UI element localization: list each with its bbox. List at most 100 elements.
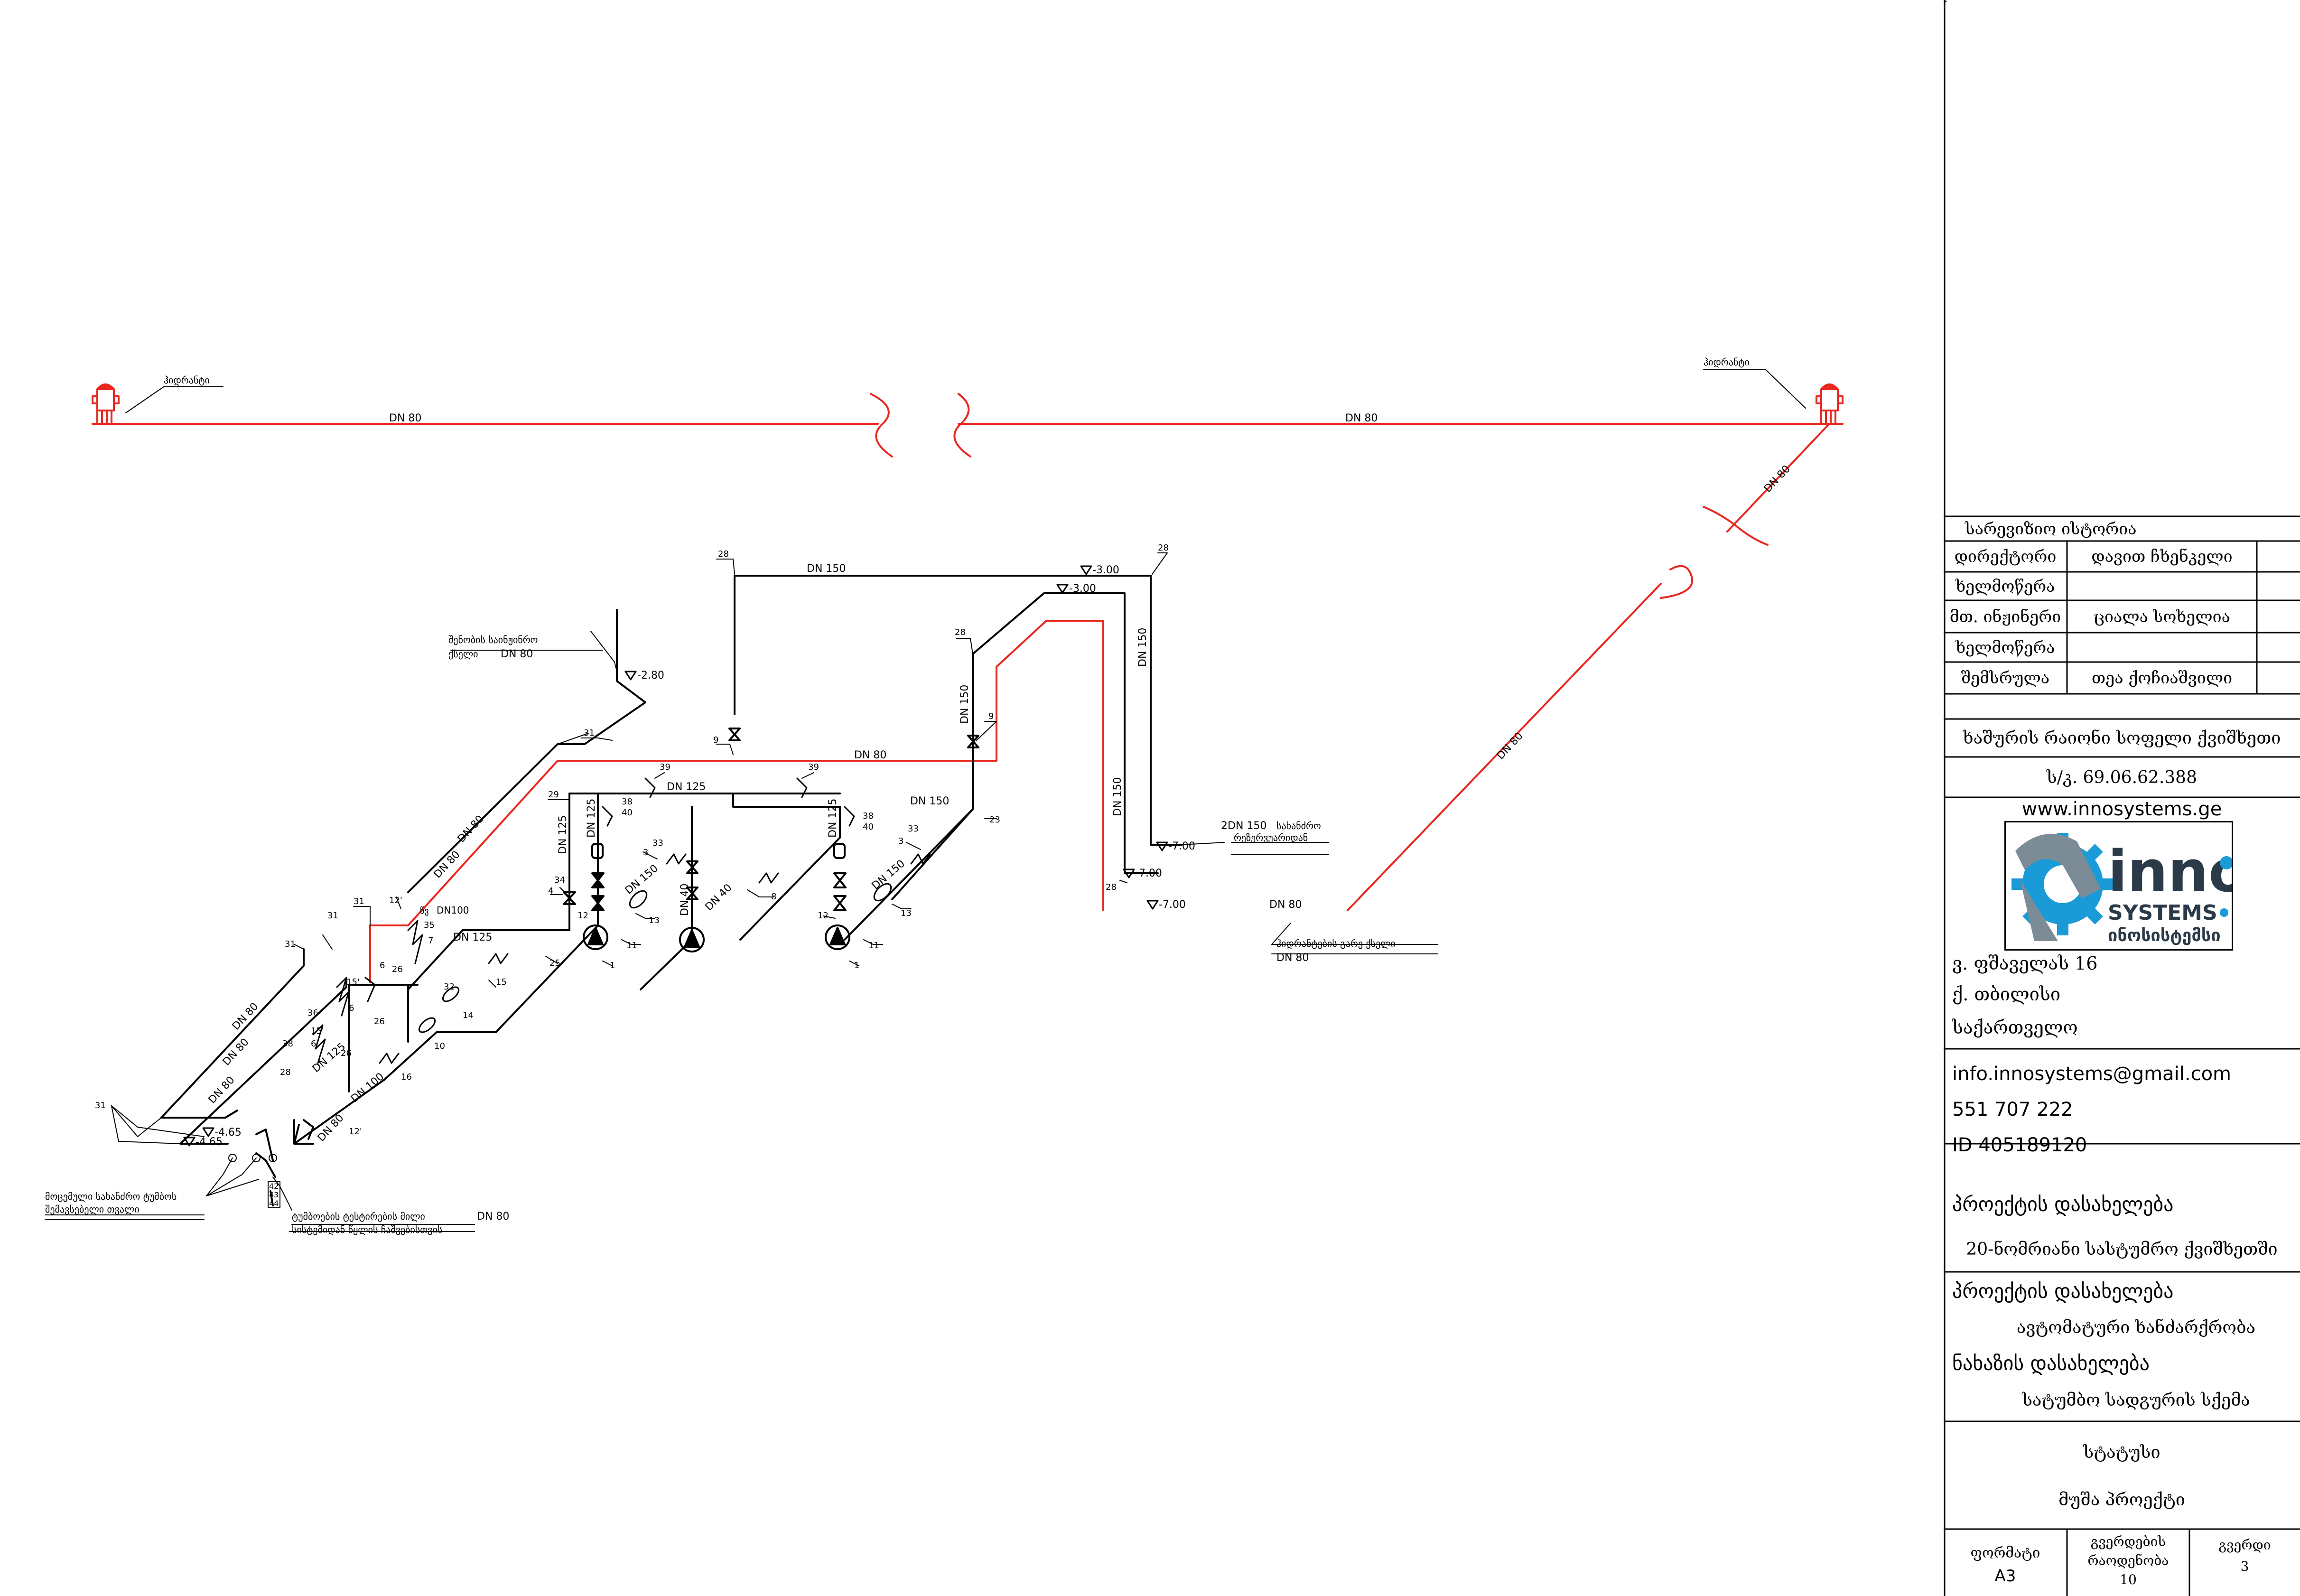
dn125-header: DN 125 (667, 781, 706, 793)
address-line-3: საქართველო (1952, 1017, 2078, 1038)
n13-a: 13 (649, 915, 660, 925)
n15p-a: 15' (346, 977, 360, 987)
n32: 32 (444, 982, 455, 992)
dn150-top: DN 150 (807, 563, 846, 575)
dn150-header: DN 150 (910, 795, 949, 807)
dn100-diag: DN 100 (349, 1071, 386, 1105)
n26-c: 26 (341, 1048, 352, 1058)
hydrant-right-icon (1816, 383, 1844, 425)
n26-a: 26 (392, 964, 403, 974)
n12-a: 12 (577, 911, 588, 921)
n44: 44 (269, 1199, 279, 1208)
n6-c: 6 (311, 1039, 316, 1049)
n16: 16 (401, 1072, 412, 1082)
n13-b: 13 (901, 908, 912, 918)
lvl-m700-c: -7.00 (1159, 899, 1186, 911)
n31-d: 31 (285, 939, 296, 949)
sheet-label: გვერდი (2218, 1537, 2271, 1553)
dn80-top-left: DN 80 (389, 412, 421, 424)
n33-b: 33 (908, 824, 919, 834)
suction-piping (160, 575, 1183, 1206)
n6-b: 6 (349, 1003, 354, 1013)
reservoir-1: სახანძრო (1276, 820, 1321, 831)
lvl-m465-b: -4.65 (196, 1136, 223, 1148)
hydrant-left-icon (92, 383, 120, 425)
dn150-diag-2: DN 150 (870, 858, 907, 892)
status-value: მუშა პროექტი (2058, 1490, 2185, 1510)
dn125-left: DN 125 (453, 932, 492, 943)
n28-b: 28 (1158, 543, 1169, 553)
test-pipe-note-1: ტუმბოების ტესტირების მილი (292, 1211, 425, 1222)
chief-engineer-label: მთ. ინჟინერი (1949, 607, 2061, 626)
pump-2-icon (679, 927, 705, 952)
n38-a: 38 (622, 797, 633, 807)
n31-c: 31 (327, 911, 338, 921)
company-id: ს/კ. 69.06.62.388 (2047, 767, 2197, 787)
director-name: დავით ჩხენკელი (2091, 547, 2233, 566)
revision-history: სარევიზიო ისტორია (1965, 520, 2137, 539)
supply-note-1: შენობის საინჟინრო (448, 634, 538, 645)
executor-name: თეა ქოჩიაშვილი (2091, 669, 2233, 688)
n26-b: 26 (374, 1017, 385, 1027)
tank-note-1: მოცემული სახანძრო ტუმბოს (45, 1191, 177, 1202)
n12p-a: 12' (389, 896, 402, 905)
signature-label-1: ხელმოწერა (1955, 577, 2055, 596)
supply-note-dn: DN 80 (501, 648, 533, 660)
format-value: A3 (1994, 1566, 2016, 1586)
dn80-diag-long: DN 80 (1495, 730, 1526, 762)
title-block: სარევიზიო ისტორია დირექტორი დავით ჩხენკე… (1944, 0, 2300, 1596)
pump-1-icon (583, 924, 608, 950)
lvl-m465-a: -4.65 (214, 1127, 242, 1139)
n31-a: 31 (584, 728, 595, 738)
n12p-b: 12' (349, 1127, 362, 1137)
n34: 34 (554, 875, 565, 885)
drawing-name: სატუმბო სადგურის სქემა (2022, 1391, 2250, 1410)
tank-note-2: შემავსებელი თვალი (45, 1204, 140, 1215)
dn150-v-mid: DN 150 (959, 685, 971, 724)
hydrant-net-dn: DN 80 (1276, 952, 1309, 964)
project-name-label: პროექტის დასახელება (1952, 1193, 2174, 1216)
company-reg-id: ID 405189120 (1952, 1134, 2087, 1156)
pump-3-icon (825, 924, 850, 950)
n8: 8 (771, 892, 776, 902)
dn125-v-pump3: DN 125 (827, 799, 839, 838)
lvl-top-1: -3.00 (1092, 564, 1119, 576)
hydrant-right-label: ჰიდრანტი (1704, 356, 1750, 368)
logo-georgian-text: ინოსისტემსი (2108, 926, 2221, 945)
dn40-diag: DN 40 (703, 882, 735, 913)
hydrant-left-label: ჰიდრანტი (164, 374, 210, 386)
n39-b: 39 (808, 762, 819, 772)
website-link[interactable]: www.innosystems.ge (2021, 798, 2222, 820)
rain-note: წვ (420, 906, 429, 916)
n39-a: 39 (660, 762, 670, 772)
n38-c: 38 (282, 1039, 293, 1049)
contact-phone[interactable]: 551 707 222 (1952, 1098, 2073, 1120)
test-pipe-dn: DN 80 (477, 1211, 509, 1223)
reservoir-2: რეზერვუარიდან (1234, 832, 1308, 843)
fittings (312, 777, 931, 1064)
title-block-frame (1944, 0, 2300, 1596)
contact-email[interactable]: info.innosystems@gmail.com (1952, 1063, 2232, 1085)
n29: 29 (548, 790, 559, 800)
n31-b: 31 (354, 896, 364, 906)
lvl-m700-a: -7.00 (1168, 840, 1195, 852)
sheets-count: 10 (2120, 1571, 2137, 1587)
sheet-number: 3 (2240, 1558, 2249, 1574)
n14: 14 (463, 1010, 474, 1020)
sheets-label-1: გვერდების (2090, 1533, 2166, 1549)
n35: 35 (424, 920, 435, 930)
n1-b: 1 (854, 961, 859, 971)
n31-e: 31 (95, 1101, 106, 1111)
n40-a: 40 (622, 808, 633, 818)
n11-a: 11 (626, 941, 637, 951)
pump-risers (563, 728, 979, 911)
n11-b: 11 (868, 941, 879, 951)
dn100-top: DN100 (437, 905, 469, 916)
n25: 25 (549, 958, 560, 968)
dn2-150: 2DN 150 (1221, 820, 1266, 832)
dn150-v-right: DN 150 (1137, 628, 1149, 667)
logo-inno-text: inno (2108, 839, 2233, 905)
n3-a: 3 (643, 848, 648, 858)
n4: 4 (548, 886, 553, 896)
